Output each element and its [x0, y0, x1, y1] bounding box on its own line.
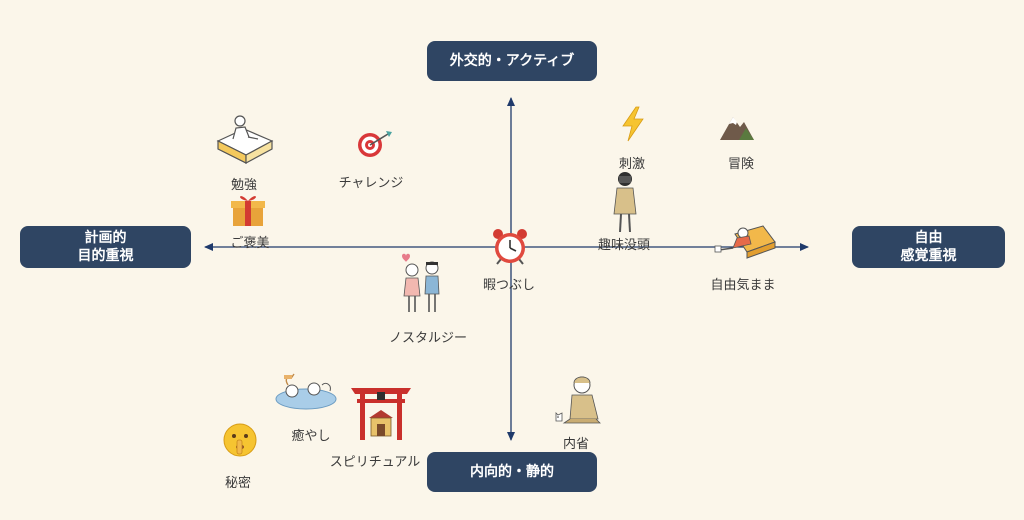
dart-target-icon — [356, 129, 394, 163]
pole-bottom-label: 内向的・静的 — [470, 464, 554, 480]
pole-left-line2: 目的重視 — [77, 248, 134, 264]
pole-top-label: 外交的・アクティブ — [449, 53, 575, 69]
label-himatsubushi: 暇つぶし — [482, 278, 536, 293]
label-naisei: 内省 — [562, 437, 590, 452]
pole-top: 外交的・アクティブ — [427, 41, 597, 81]
label-shumi: 趣味没頭 — [597, 238, 651, 253]
pole-left-line1: 計画的 — [84, 230, 127, 246]
torii-shrine-icon — [349, 384, 413, 444]
pole-left: 計画的 目的重視 — [20, 226, 191, 268]
label-nostalgia: ノスタルジー — [388, 331, 468, 346]
person-lying-on-cushion-icon — [713, 222, 777, 266]
person-with-camera-icon — [611, 170, 639, 238]
hot-spring-bathers-icon — [274, 371, 338, 415]
label-benkyo: 勉強 — [230, 178, 258, 193]
pole-right: 自由 感覚重視 — [852, 226, 1005, 268]
studying-person-on-books-icon — [214, 113, 276, 173]
label-iyashi: 癒やし — [291, 429, 331, 444]
label-gohoubi: ご褒美 — [230, 236, 270, 251]
sitting-person-with-cat-icon — [552, 375, 604, 431]
mountain-icon — [719, 113, 755, 145]
shushing-face-icon — [222, 422, 258, 462]
label-himitsu: 秘密 — [224, 476, 252, 491]
label-bouken: 冒険 — [727, 157, 755, 172]
alarm-clock-icon — [490, 227, 530, 269]
lightning-icon — [620, 106, 646, 146]
label-challenge: チャレンジ — [338, 176, 404, 191]
pole-right-line2: 感覚重視 — [900, 248, 957, 264]
pole-bottom: 内向的・静的 — [427, 452, 597, 492]
label-spiritual: スピリチュアル — [329, 455, 421, 470]
label-jiyuukimama: 自由気まま — [710, 278, 776, 293]
gift-box-icon — [230, 193, 266, 231]
label-shigeki: 刺激 — [618, 157, 646, 172]
pole-right-line1: 自由 — [914, 230, 943, 246]
two-children-icon — [396, 252, 448, 318]
